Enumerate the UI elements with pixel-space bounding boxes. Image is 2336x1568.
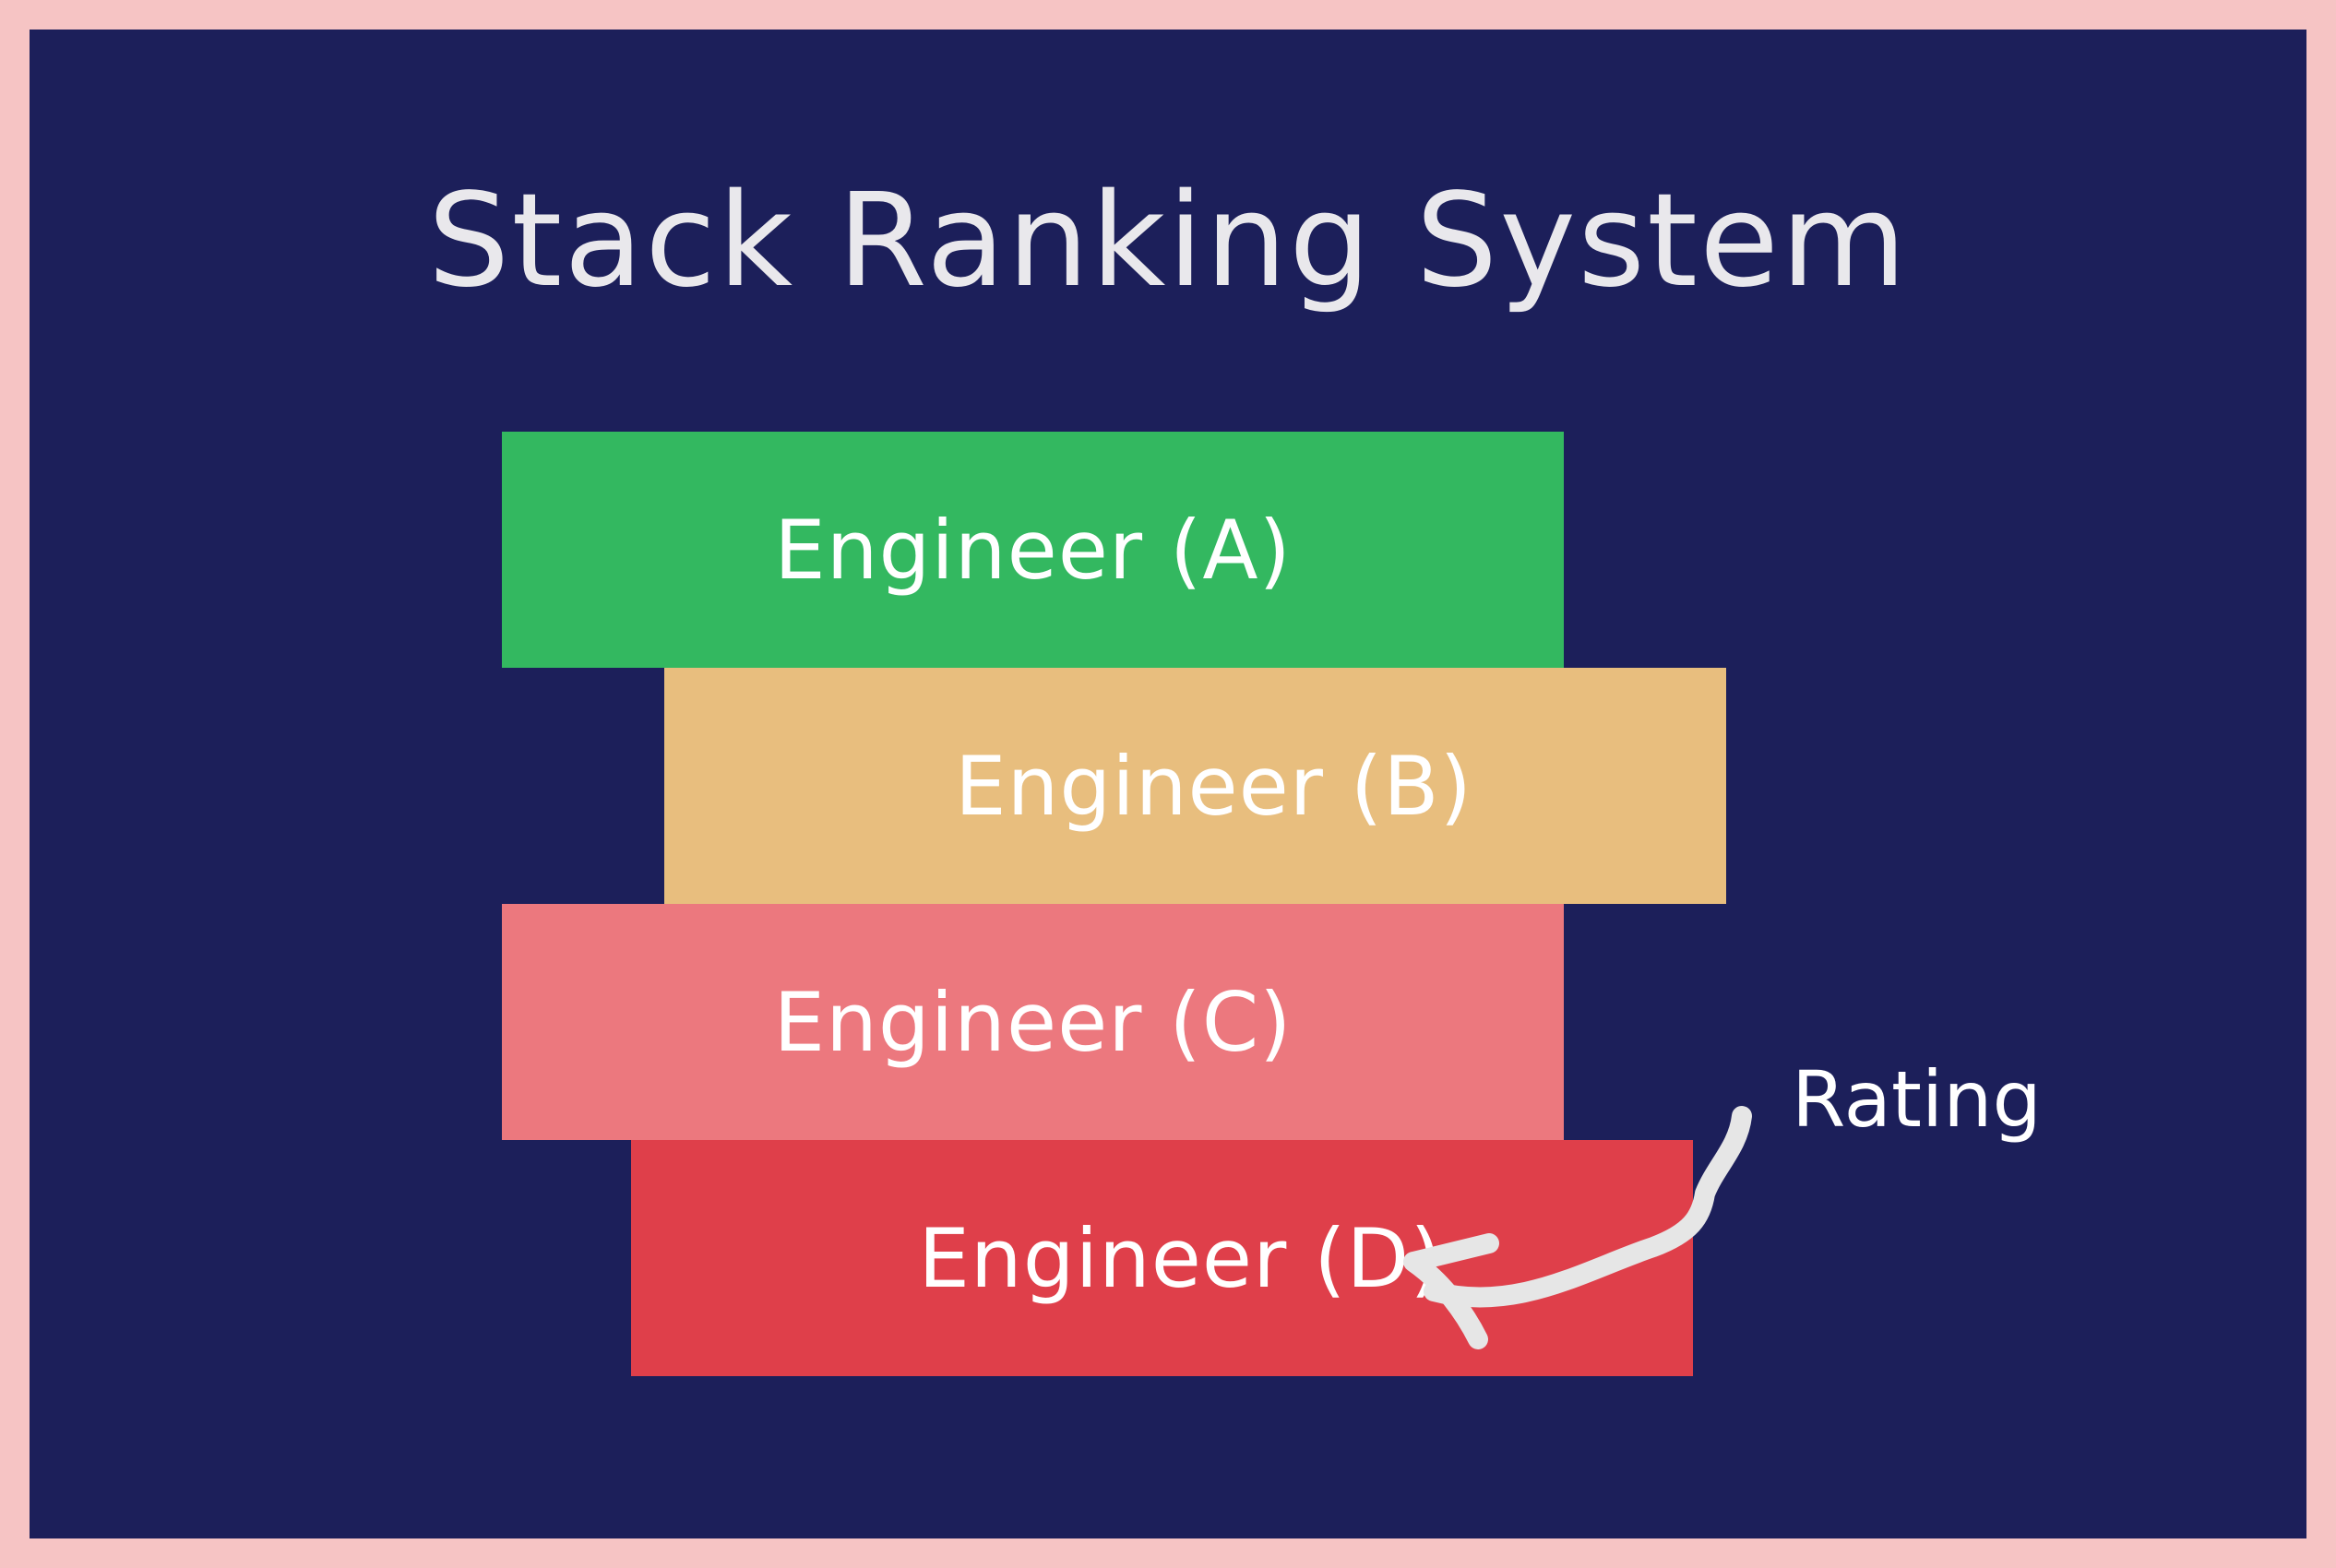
rank-label-a: Engineer (A): [774, 502, 1292, 598]
rank-bar-a: Engineer (A): [502, 432, 1564, 668]
rank-label-c: Engineer (C): [773, 974, 1293, 1070]
rank-bar-b: Engineer (B): [664, 668, 1726, 904]
rank-bar-c: Engineer (C): [502, 904, 1564, 1140]
diagram-panel: Stack Ranking System Engineer (A) Engine…: [30, 30, 2306, 1538]
rank-label-d: Engineer (D): [918, 1210, 1443, 1306]
rank-label-b: Engineer (B): [955, 738, 1472, 834]
rating-label: Rating: [1792, 1054, 2042, 1145]
diagram-title: Stack Ranking System: [427, 166, 1909, 316]
rank-bar-d: Engineer (D): [631, 1140, 1693, 1376]
